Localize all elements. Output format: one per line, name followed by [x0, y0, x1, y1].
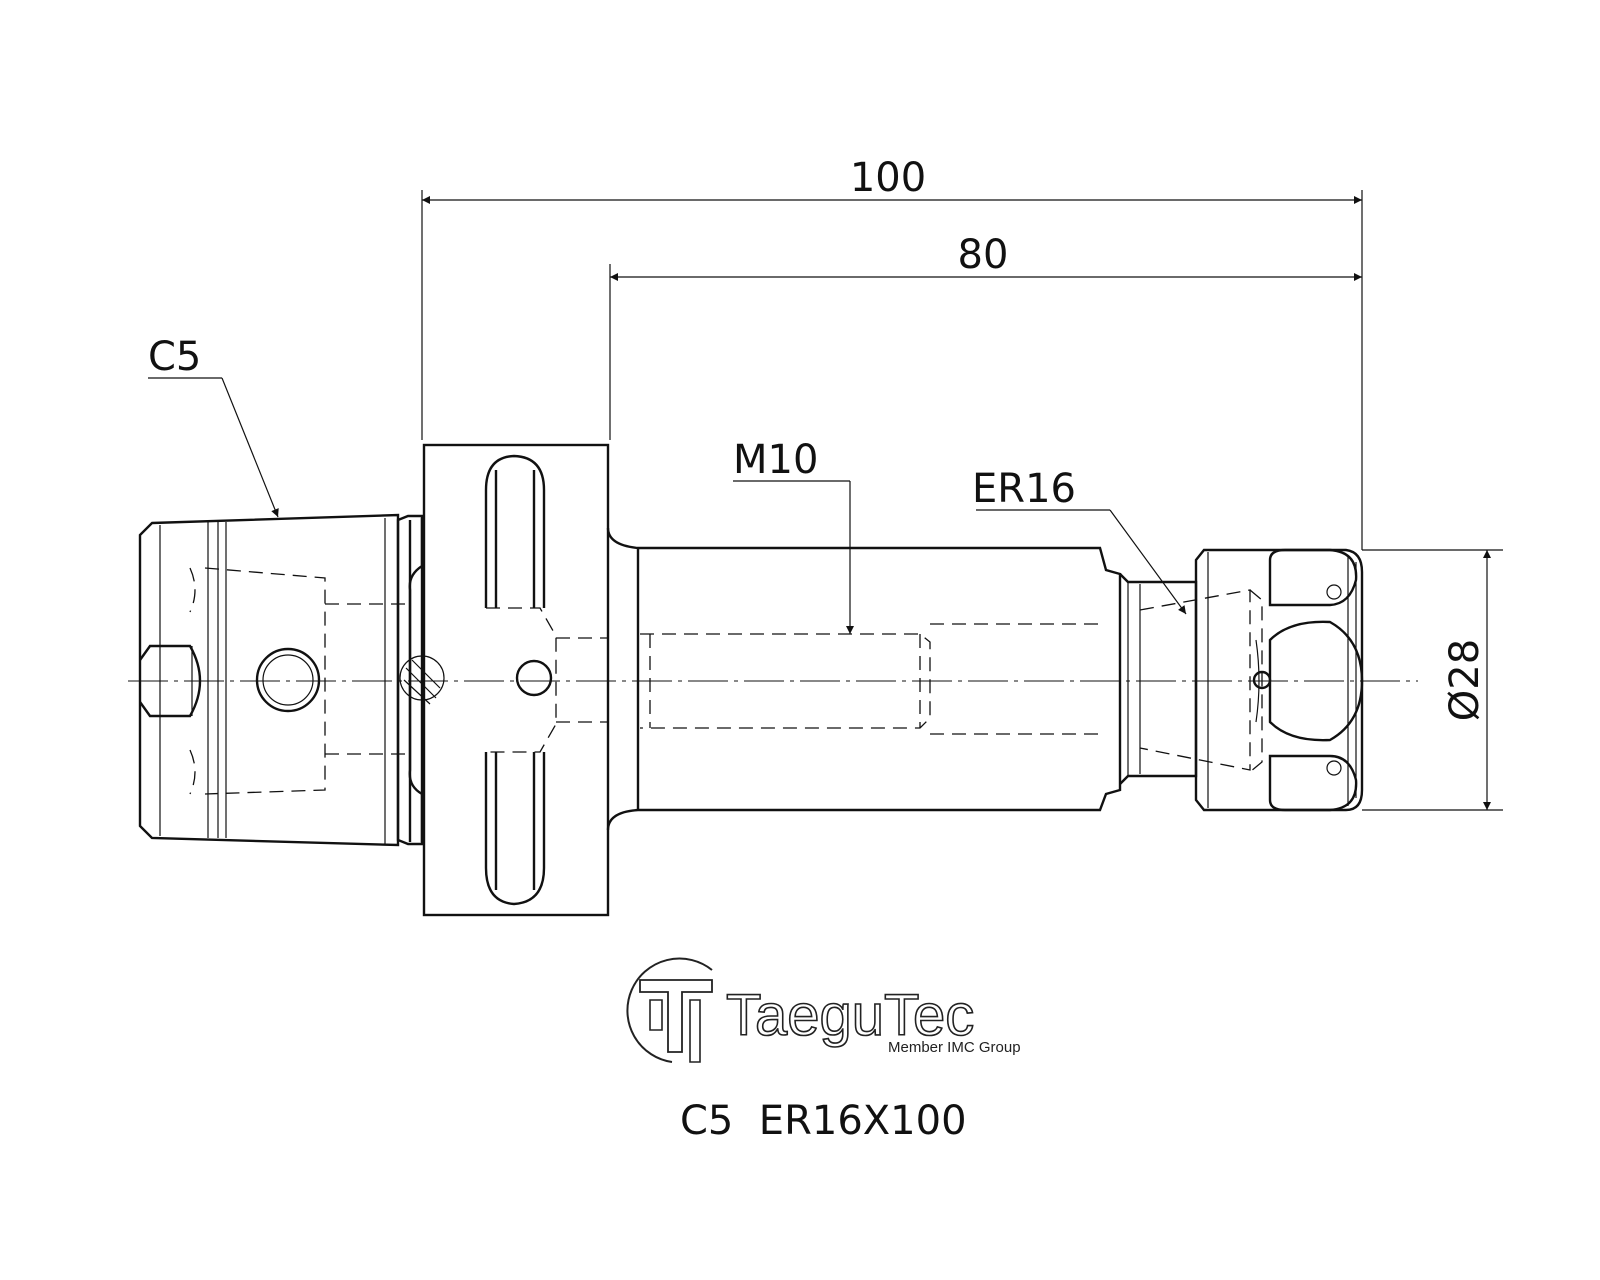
dimension-projection-length: 80	[609, 232, 1362, 440]
dimension-overall-length: 100	[421, 155, 1363, 550]
callout-shank-label: C5	[148, 334, 201, 380]
callout-shank: C5	[148, 334, 279, 518]
dimension-projection-label: 80	[958, 232, 1009, 278]
callout-thread: M10	[733, 437, 854, 634]
clamping-nut	[1194, 548, 1364, 812]
body	[606, 527, 1122, 831]
taegutec-emblem-icon	[626, 957, 713, 1063]
flange	[422, 443, 610, 917]
logo-brand-text: TaeguTec	[726, 983, 974, 1048]
dimension-diameter-label: Ø28	[1442, 639, 1488, 721]
logo-tagline-text: Member IMC Group	[888, 1039, 1021, 1056]
dimension-overall-label: 100	[850, 155, 926, 201]
shank-body	[138, 513, 410, 847]
part-caption: C5 ER16X100	[680, 1098, 967, 1144]
dimension-diameter: Ø28	[1362, 549, 1503, 811]
shank-ring	[396, 514, 445, 846]
collet-neck	[1119, 573, 1251, 785]
callout-thread-label: M10	[733, 437, 818, 483]
taegutec-logo: TaeguTec Member IMC Group	[626, 957, 1021, 1063]
callout-collet: ER16	[972, 466, 1187, 615]
callout-collet-label: ER16	[972, 466, 1076, 512]
